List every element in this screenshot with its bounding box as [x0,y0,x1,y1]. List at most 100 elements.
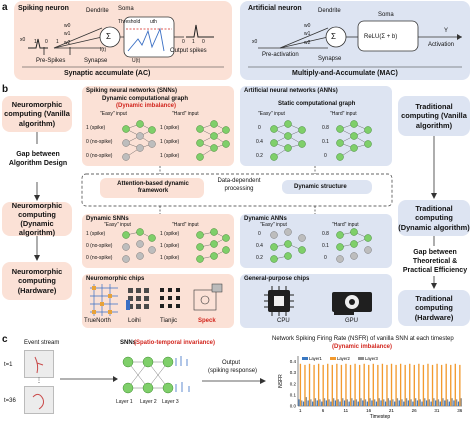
bar-layer3-12 [351,398,353,406]
event-ellipsis: ⋮ [36,378,42,384]
y-tick-label: 0.0 [290,404,297,409]
bar-layer3-4 [314,398,317,406]
ann-val-1: 0 [258,125,261,131]
bar-layer2-17 [372,363,374,406]
panel-b-arrows [34,132,437,289]
bar-layer3-6 [323,398,326,406]
dynamic-structure-label: Dynamic structure [294,184,347,190]
dyn-ann-val-1: 0 [258,231,261,237]
bar-layer3-35 [455,399,458,406]
bar-layer3-34 [451,398,453,406]
bar-layer2-7 [327,363,329,406]
dynamic-snn-network [122,228,230,263]
bar-layer3-20 [387,398,389,406]
bar-layer3-29 [428,399,430,406]
dyn-snn-hard-label: "Hard" input [172,222,199,228]
bar-layer1-21 [389,400,391,406]
dyn-snn-row-3: 0 (no-spike) [86,255,113,261]
bar-layer2-31 [436,363,438,406]
dyn-ann-hard-label: "Hard" input [332,222,359,228]
ann-relu-label: ReLU(Σ + b) [364,34,398,40]
bar-layer1-23 [398,400,400,406]
snn-easy-input-label: "Easy" input [100,111,127,117]
event-frame-t36-drawing [32,393,44,410]
ann-vanilla-network [270,120,372,161]
output-arrow [202,378,266,384]
neuromorphic-chips-label: Neuromorphic chips [86,276,145,282]
snn-row-2: 0 (no-spike) [86,139,113,145]
dynamic-graph-label: Dynamic computational graph [102,96,189,102]
bar-layer3-25 [410,399,412,406]
artificial-neuron-diagram [248,20,462,68]
ann-footer: Multiply-and-Accumulate (MAC) [292,70,398,77]
bar-layer1-34 [448,401,451,406]
neuromorphic-hardware-box: Neuromorphic computing (Hardware) [2,262,72,300]
snn-synapse-label: Synapse [84,58,108,64]
snn-threshold-symbol: uth [150,19,157,25]
bar-layer2-30 [431,364,434,406]
static-graph-label: Static computational graph [278,101,356,107]
dyn-ann-val-2: 0.4 [256,243,263,249]
attention-framework-box [100,178,204,198]
bar-layer1-15 [362,400,364,406]
bar-layer2-18 [377,364,379,406]
legend-swatch-layer2 [330,357,336,360]
bar-layer1-32 [439,401,441,406]
output-label: Output [222,360,241,366]
snn-layers-diagram [60,356,190,394]
ann-hard-val-1: 0.8 [322,125,329,131]
bar-layer1-12 [348,401,350,406]
bar-layer1-31 [435,400,437,406]
dyn-ann-hard-1: 0.8 [322,231,329,237]
bar-layer2-5 [317,363,320,406]
bar-layer1-3 [307,400,309,406]
y-tick-label: 0.1 [290,392,297,397]
bar-layer1-5 [316,400,318,406]
bar-layer1-36 [457,401,460,406]
dynamic-snn-panel [82,214,234,268]
layer-3-label: Layer 3 [162,399,179,405]
bar-layer2-14 [358,364,361,406]
bar-layer2-10 [340,364,343,406]
bar-layer2-36 [459,364,461,406]
snn-soma-label: Soma [118,6,134,12]
chip-speck-label: Speck [198,318,216,324]
bar-layer2-1 [299,363,302,406]
snn-w2-label: w2 [64,40,71,46]
bar-layer2-3 [308,363,311,406]
bar-layer1-19 [380,400,382,406]
dyn-snn-easy-label: "Easy" input [104,222,131,228]
snn-U-t-label: U(t) [132,58,141,64]
y-tick-label: 0.4 [290,359,297,364]
snn-out-bit-2: 1 [192,39,195,45]
bar-layer3-24 [405,398,408,406]
traditional-dynamic-box: Traditional computing (Dynamic algorithm… [398,200,470,236]
chart-title: Network Spiking Firing Rate (NSFR) of va… [272,336,454,342]
bar-layer2-21 [390,363,393,406]
bar-layer1-20 [384,401,387,406]
snn-row-1: 1 (spike) [86,125,106,131]
snn-pre-bit-1: 1 [34,39,37,45]
bar-layer2-12 [349,364,352,406]
bar-layer2-22 [395,364,397,406]
dynamic-imbalance-label: (Dynamic imbalance) [116,103,177,109]
snn-sigma: Σ [106,32,111,41]
legend-swatch-layer3 [358,357,364,360]
bar-layer1-18 [375,401,378,406]
snn-w1-label: w1 [64,31,71,37]
y-axis-label: NSFR [278,374,284,388]
bar-layer1-30 [430,401,432,406]
bar-layer1-25 [407,400,410,406]
bar-layer1-27 [416,400,419,406]
ann-hard-input-label: "Hard" input [330,111,357,117]
bar-layer2-8 [331,364,333,406]
neuromorphic-dynamic-box: Neuromorphic computing (Dynamic algorith… [2,201,72,237]
y-tick-label: 0.3 [290,370,297,375]
bar-layer2-32 [440,364,443,406]
artificial-neuron-title: Artificial neuron [248,5,302,12]
bar-layer3-3 [310,399,312,406]
bar-layer1-35 [453,400,455,406]
data-dependent-label: Data-dependent processing [217,178,261,192]
ann-val-3: 0.2 [256,153,263,159]
bar-layer3-19 [383,399,385,406]
